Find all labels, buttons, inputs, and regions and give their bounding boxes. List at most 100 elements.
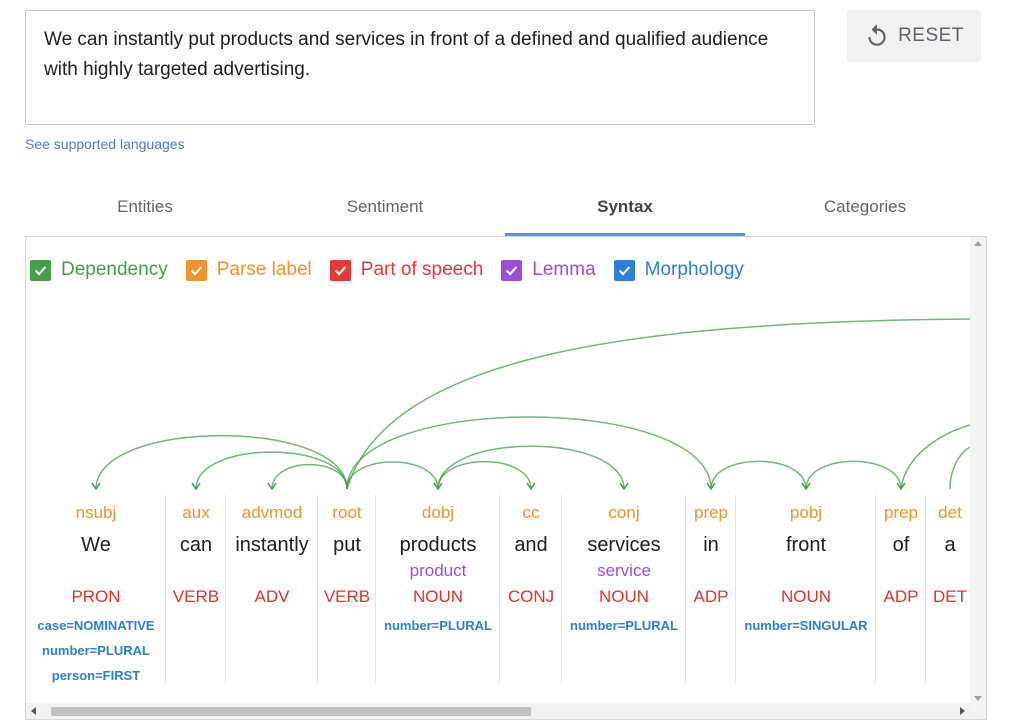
token-word: in <box>703 534 719 556</box>
legend: Dependency Parse label Part of speech Le… <box>30 259 744 281</box>
scroll-down-icon[interactable] <box>974 696 982 701</box>
parse-label: pobj <box>789 503 823 522</box>
reset-label: RESET <box>898 25 964 46</box>
legend-morphology[interactable]: Morphology <box>613 259 744 281</box>
legend-label: Lemma <box>532 259 596 280</box>
token-instantly: advmod instantly ADV <box>226 495 318 683</box>
parse-label: prep <box>883 503 919 522</box>
token-word: and <box>514 534 548 556</box>
token-word: can <box>179 534 213 556</box>
dependency-arc <box>710 460 807 490</box>
token-word: products <box>399 534 477 556</box>
parse-label: dobj <box>421 503 455 522</box>
token-front: pobj front NOUN number=SINGULAR <box>736 495 876 683</box>
scroll-right-icon[interactable] <box>960 707 965 715</box>
part-of-speech: CONJ <box>507 587 555 606</box>
tab-syntax[interactable]: Syntax <box>505 186 745 236</box>
scroll-left-icon[interactable] <box>31 707 36 715</box>
part-of-speech: ADP <box>693 587 729 606</box>
checkbox-dependency[interactable] <box>30 259 51 281</box>
part-of-speech: DET <box>933 587 967 606</box>
check-icon <box>618 265 630 276</box>
dependency-arc <box>95 434 348 490</box>
dependency-arrowhead <box>91 482 101 491</box>
lemma: service <box>597 561 651 580</box>
dependency-arrowhead <box>191 482 201 491</box>
parse-label: cc <box>522 503 540 522</box>
dependency-arc <box>949 446 970 490</box>
checkbox-morphology[interactable] <box>613 259 635 281</box>
token-word: a <box>944 534 956 556</box>
morphology: number=PLURAL <box>376 613 500 638</box>
checkbox-lemma[interactable] <box>501 259 523 281</box>
legend-dependency[interactable]: Dependency <box>30 259 168 281</box>
morph-feature: number=SINGULAR <box>744 618 868 633</box>
part-of-speech: NOUN <box>598 587 650 606</box>
check-icon <box>190 265 202 276</box>
morphology: number=SINGULAR <box>736 613 876 638</box>
token-can: aux can VERB <box>166 495 226 683</box>
check-icon <box>334 265 347 276</box>
parse-label: det <box>938 503 962 522</box>
check-icon <box>506 265 518 276</box>
token-of: prep of ADP <box>876 495 926 683</box>
part-of-speech: VERB <box>172 587 220 606</box>
token-a: det a DET <box>926 495 974 683</box>
dependency-arrowhead <box>267 482 277 491</box>
scrollbar-thumb[interactable] <box>51 707 531 716</box>
checkbox-part-of-speech[interactable] <box>329 259 351 281</box>
reset-button[interactable]: RESET <box>847 10 981 62</box>
dependency-arcs <box>91 318 970 491</box>
dependency-arc <box>271 463 348 490</box>
text-input[interactable]: We can instantly put products and servic… <box>25 10 815 125</box>
legend-label: Dependency <box>61 259 168 280</box>
dependency-arc <box>805 460 902 490</box>
token-and: cc and CONJ <box>500 495 562 683</box>
tab-categories[interactable]: Categories <box>823 197 907 216</box>
token-word: front <box>785 534 827 556</box>
token-word: put <box>333 534 361 556</box>
parse-label: conj <box>608 503 640 522</box>
legend-label: Part of speech <box>360 259 484 280</box>
horizontal-scrollbar[interactable] <box>26 703 970 719</box>
morph-feature: number=PLURAL <box>570 618 678 633</box>
syntax-panel: Dependency Parse label Part of speech Le… <box>25 236 987 720</box>
parse-label: aux <box>182 503 210 522</box>
dependency-arc <box>195 451 348 490</box>
tab-sentiment[interactable]: Sentiment <box>346 197 424 216</box>
token-word: services <box>587 534 661 556</box>
part-of-speech: ADV <box>254 587 290 606</box>
legend-part-of-speech[interactable]: Part of speech <box>329 259 484 281</box>
morph-feature: person=FIRST <box>51 668 141 683</box>
dependency-arc <box>346 318 970 490</box>
parse-label: prep <box>693 503 729 522</box>
reset-icon <box>868 24 886 46</box>
parse-label: root <box>332 503 362 522</box>
supported-languages-link[interactable]: See supported languages <box>25 136 185 152</box>
token-services: conj services service NOUN number=PLURAL <box>562 495 686 683</box>
dependency-arc <box>900 424 970 490</box>
lemma: product <box>409 561 467 580</box>
check-icon <box>34 265 47 276</box>
token-products: dobj products product NOUN number=PLURAL <box>376 495 500 683</box>
token-word: instantly <box>235 534 309 556</box>
part-of-speech: NOUN <box>412 587 464 606</box>
dependency-arc <box>437 461 532 490</box>
checkbox-parse-label[interactable] <box>185 259 207 281</box>
legend-lemma[interactable]: Lemma <box>501 259 596 281</box>
dependency-arc <box>346 416 712 490</box>
dependency-arrowhead <box>526 482 536 491</box>
dependency-arrowhead <box>619 482 629 491</box>
legend-parse-label[interactable]: Parse label <box>185 259 312 281</box>
part-of-speech: PRON <box>71 587 121 606</box>
dependency-arc <box>437 445 625 490</box>
token-in: prep in ADP <box>686 495 736 683</box>
morph-feature: case=NOMINATIVE <box>37 618 155 633</box>
parse-label: nsubj <box>75 503 117 522</box>
scroll-up-icon[interactable] <box>974 241 982 246</box>
morphology: number=PLURAL <box>562 613 686 638</box>
token-we: nsubj We PRON case=NOMINATIVE number=PLU… <box>26 495 166 683</box>
part-of-speech: VERB <box>323 587 371 606</box>
vertical-scrollbar[interactable] <box>970 237 986 719</box>
tab-entities[interactable]: Entities <box>117 197 173 216</box>
